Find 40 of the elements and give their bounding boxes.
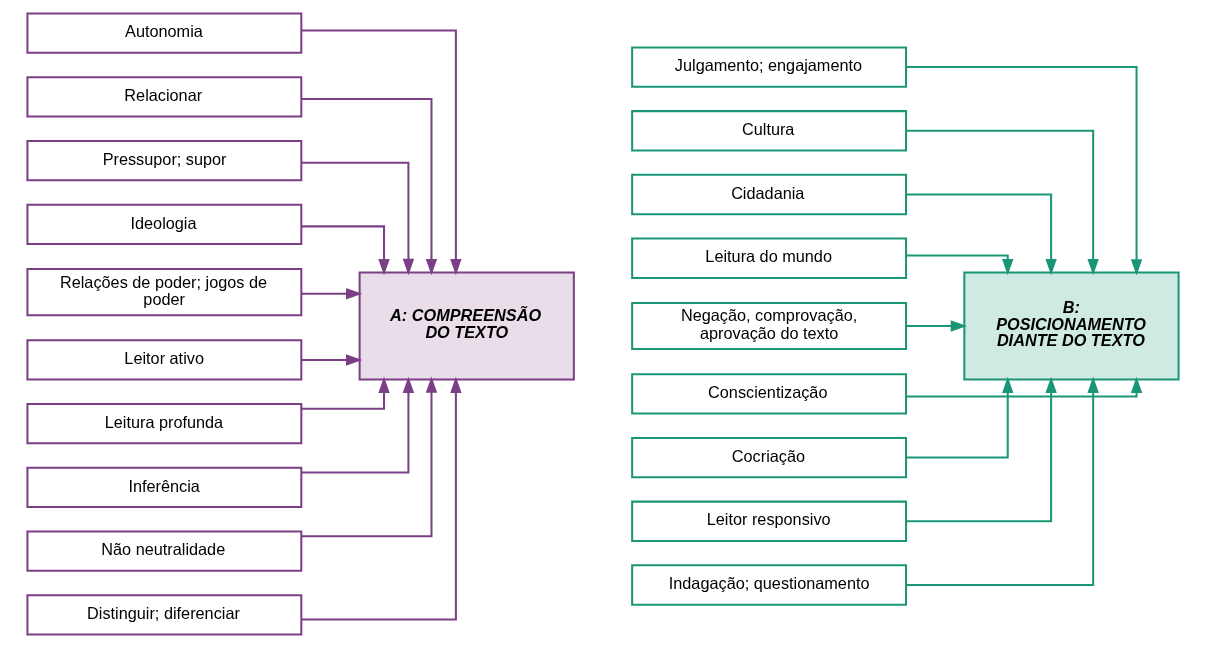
node-box: Pressupor; supor xyxy=(25,139,302,182)
node-box: Indagação; questionamento xyxy=(630,564,907,606)
arrow xyxy=(300,161,414,276)
arrow xyxy=(905,66,1142,276)
arrow xyxy=(905,376,1142,398)
node-box: Julgamento; engajamento xyxy=(630,46,907,88)
arrow xyxy=(301,376,462,621)
node-box: Cidadania xyxy=(630,173,907,216)
arrow xyxy=(905,254,1013,276)
node-box: B: POSICIONAMENTO DIANTE DO TEXTO xyxy=(962,271,1180,381)
arrow xyxy=(300,376,414,474)
arrow xyxy=(300,97,437,276)
arrow xyxy=(905,376,1099,587)
node-box: Autonomia xyxy=(25,12,302,54)
node-box: Conscientização xyxy=(630,373,907,415)
arrow xyxy=(300,288,362,300)
node-box: Leitura do mundo xyxy=(630,237,907,279)
arrow xyxy=(905,376,1057,523)
arrow xyxy=(301,225,390,276)
node-box: Distinguir; diferenciar xyxy=(25,594,302,636)
arrow xyxy=(905,129,1099,276)
node-box: Negação, comprovação, aprovação do texto xyxy=(630,301,907,351)
node-box: Leitor ativo xyxy=(25,339,302,381)
node-box: Cocriação xyxy=(630,436,907,479)
node-box: A: COMPREENSÃO DO TEXTO xyxy=(358,271,575,381)
arrow xyxy=(301,29,462,276)
arrow xyxy=(301,376,390,410)
node-box: Cultura xyxy=(630,110,907,152)
arrow xyxy=(300,376,437,538)
node-box: Não neutralidade xyxy=(25,530,302,572)
node-box: Leitor responsivo xyxy=(630,500,907,542)
arrow xyxy=(300,354,362,366)
arrow xyxy=(905,320,967,332)
arrow xyxy=(905,193,1057,276)
node-box: Leitura profunda xyxy=(25,403,302,445)
arrow xyxy=(905,376,1013,459)
node-box: Inferência xyxy=(25,466,302,509)
node-box: Relações de poder; jogos de poder xyxy=(25,268,302,317)
node-box: Ideologia xyxy=(25,203,302,245)
node-box: Relacionar xyxy=(25,76,302,118)
